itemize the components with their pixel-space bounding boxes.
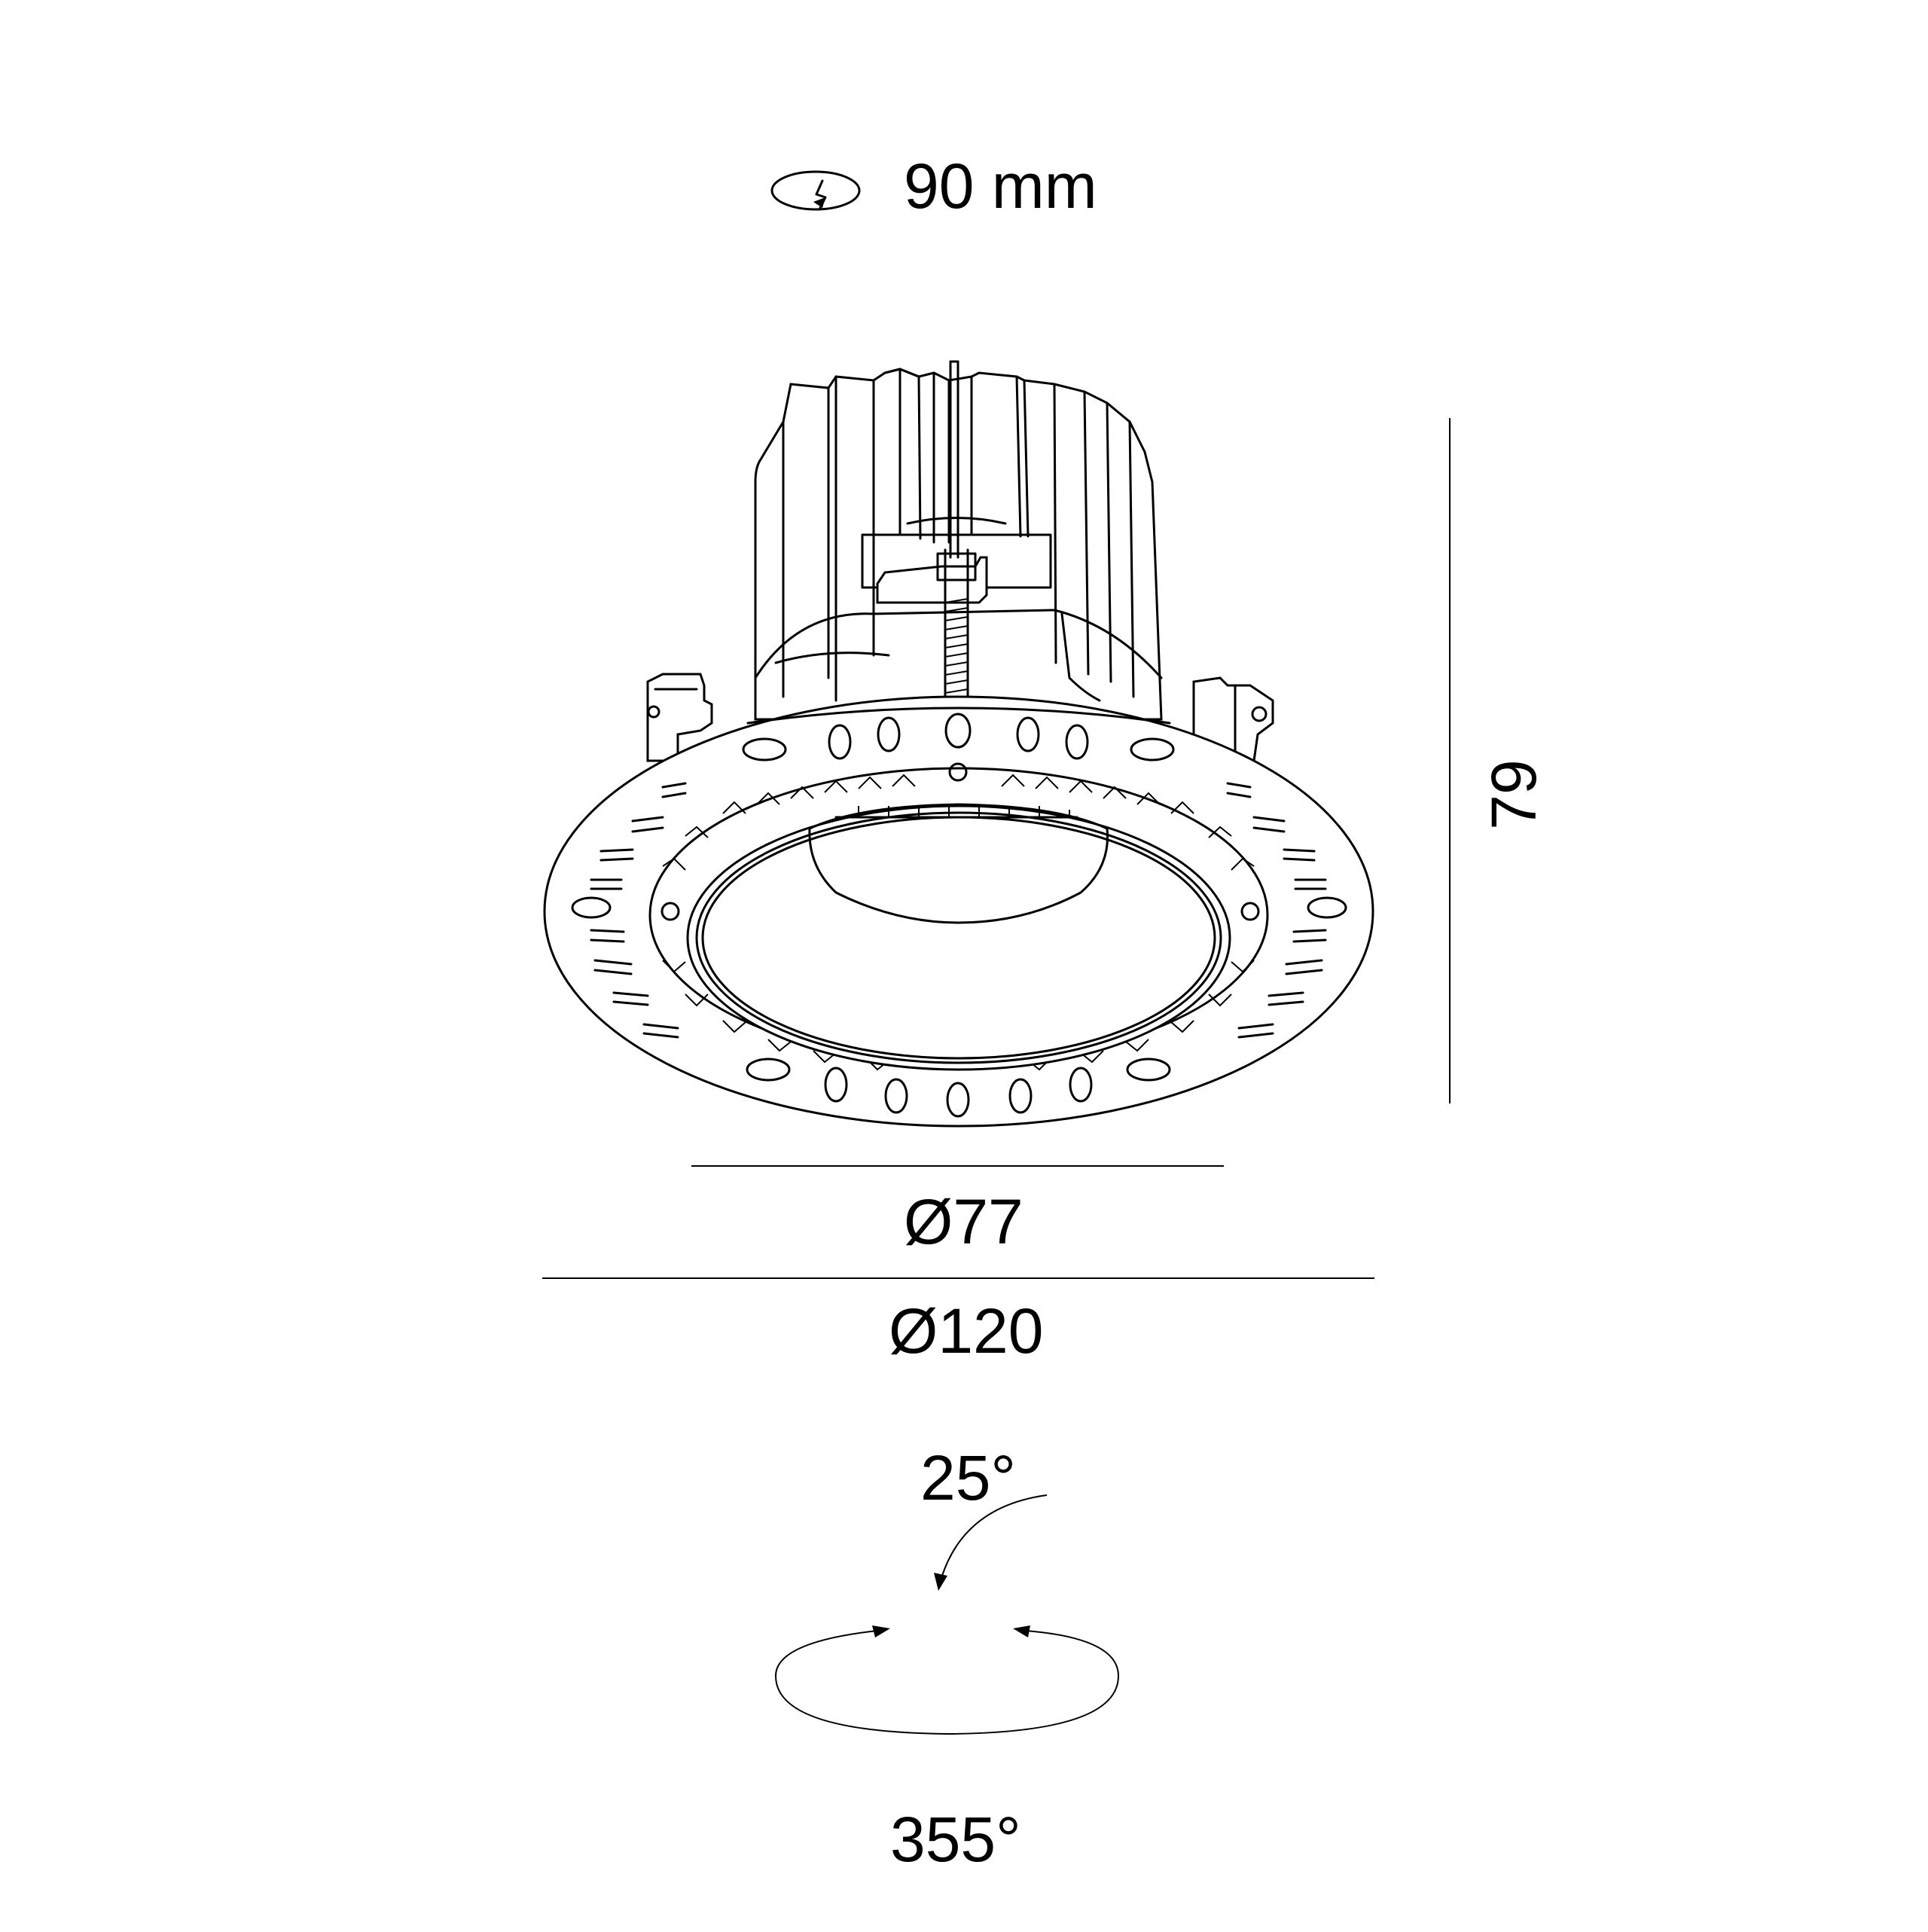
spring-clip-left bbox=[646, 673, 713, 762]
spring-clip-right bbox=[1192, 676, 1274, 762]
inner-diameter-label: Ø77 bbox=[904, 1186, 1023, 1257]
tilt-arrow-icon bbox=[934, 1494, 1048, 1591]
height-label: 79 bbox=[1478, 759, 1549, 830]
cutout-size-label: 90 mm bbox=[904, 151, 1097, 221]
downlight-fixture bbox=[543, 360, 1374, 1128]
outer-diameter-label: Ø120 bbox=[889, 1296, 1044, 1366]
rotation-angle-label: 355° bbox=[890, 1804, 1021, 1875]
cutout-hole-icon bbox=[770, 170, 861, 211]
tilt-angle-label: 25° bbox=[920, 1442, 1017, 1513]
reflector bbox=[686, 803, 1231, 1071]
rotation-arrow-icon bbox=[774, 1625, 1120, 1735]
heat-sink bbox=[754, 360, 1163, 721]
